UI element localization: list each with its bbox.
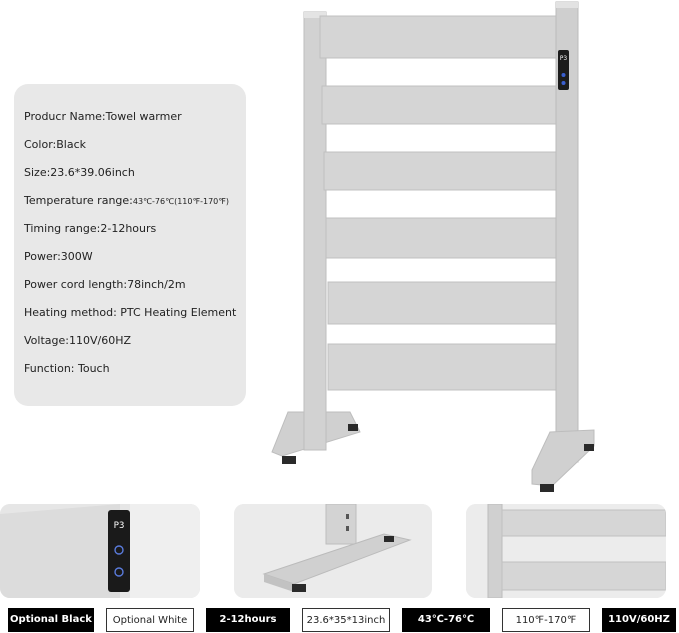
spec-temperature: Temperature range:43℃-76℃(110℉-170℉) [24, 194, 229, 207]
tag-voltage: 110V/60HZ [602, 608, 676, 632]
spec-color: Color:Black [24, 138, 86, 151]
spec-power: Power:300W [24, 250, 93, 263]
thumb-foot-detail [234, 504, 432, 598]
spec-panel: Producr Name:Towel warmer Color:Black Si… [14, 84, 246, 406]
tag-optional-black: Optional Black [8, 608, 94, 632]
tag-temperature-f: 110℉-170℉ [502, 608, 590, 632]
spec-product-name: Producr Name:Towel warmer [24, 110, 182, 123]
spec-heating-method: Heating method: PTC Heating Element [24, 306, 237, 319]
tag-timing: 2-12hours [206, 608, 290, 632]
towel-warmer-illustration: P3 [271, 1, 595, 492]
tag-size: 23.6*35*13inch [302, 608, 390, 632]
control-display: P3 [560, 55, 568, 62]
thumb-control-panel: P3 [0, 504, 200, 598]
power-icon [114, 545, 124, 555]
spec-function: Function: Touch [24, 362, 110, 375]
timer-icon [114, 567, 124, 577]
tag-temperature-c: 43℃-76℃ [402, 608, 490, 632]
spec-power-cord: Power cord length:78inch/2m [24, 278, 186, 291]
spec-size: Size:23.6*39.06inch [24, 166, 135, 179]
tag-optional-white: Optional White [106, 608, 194, 632]
thumb-bar-detail [466, 504, 666, 598]
spec-timing: Timing range:2-12hours [24, 222, 157, 235]
thumb-display: P3 [114, 521, 125, 531]
spec-voltage: Voltage:110V/60HZ [24, 334, 131, 347]
